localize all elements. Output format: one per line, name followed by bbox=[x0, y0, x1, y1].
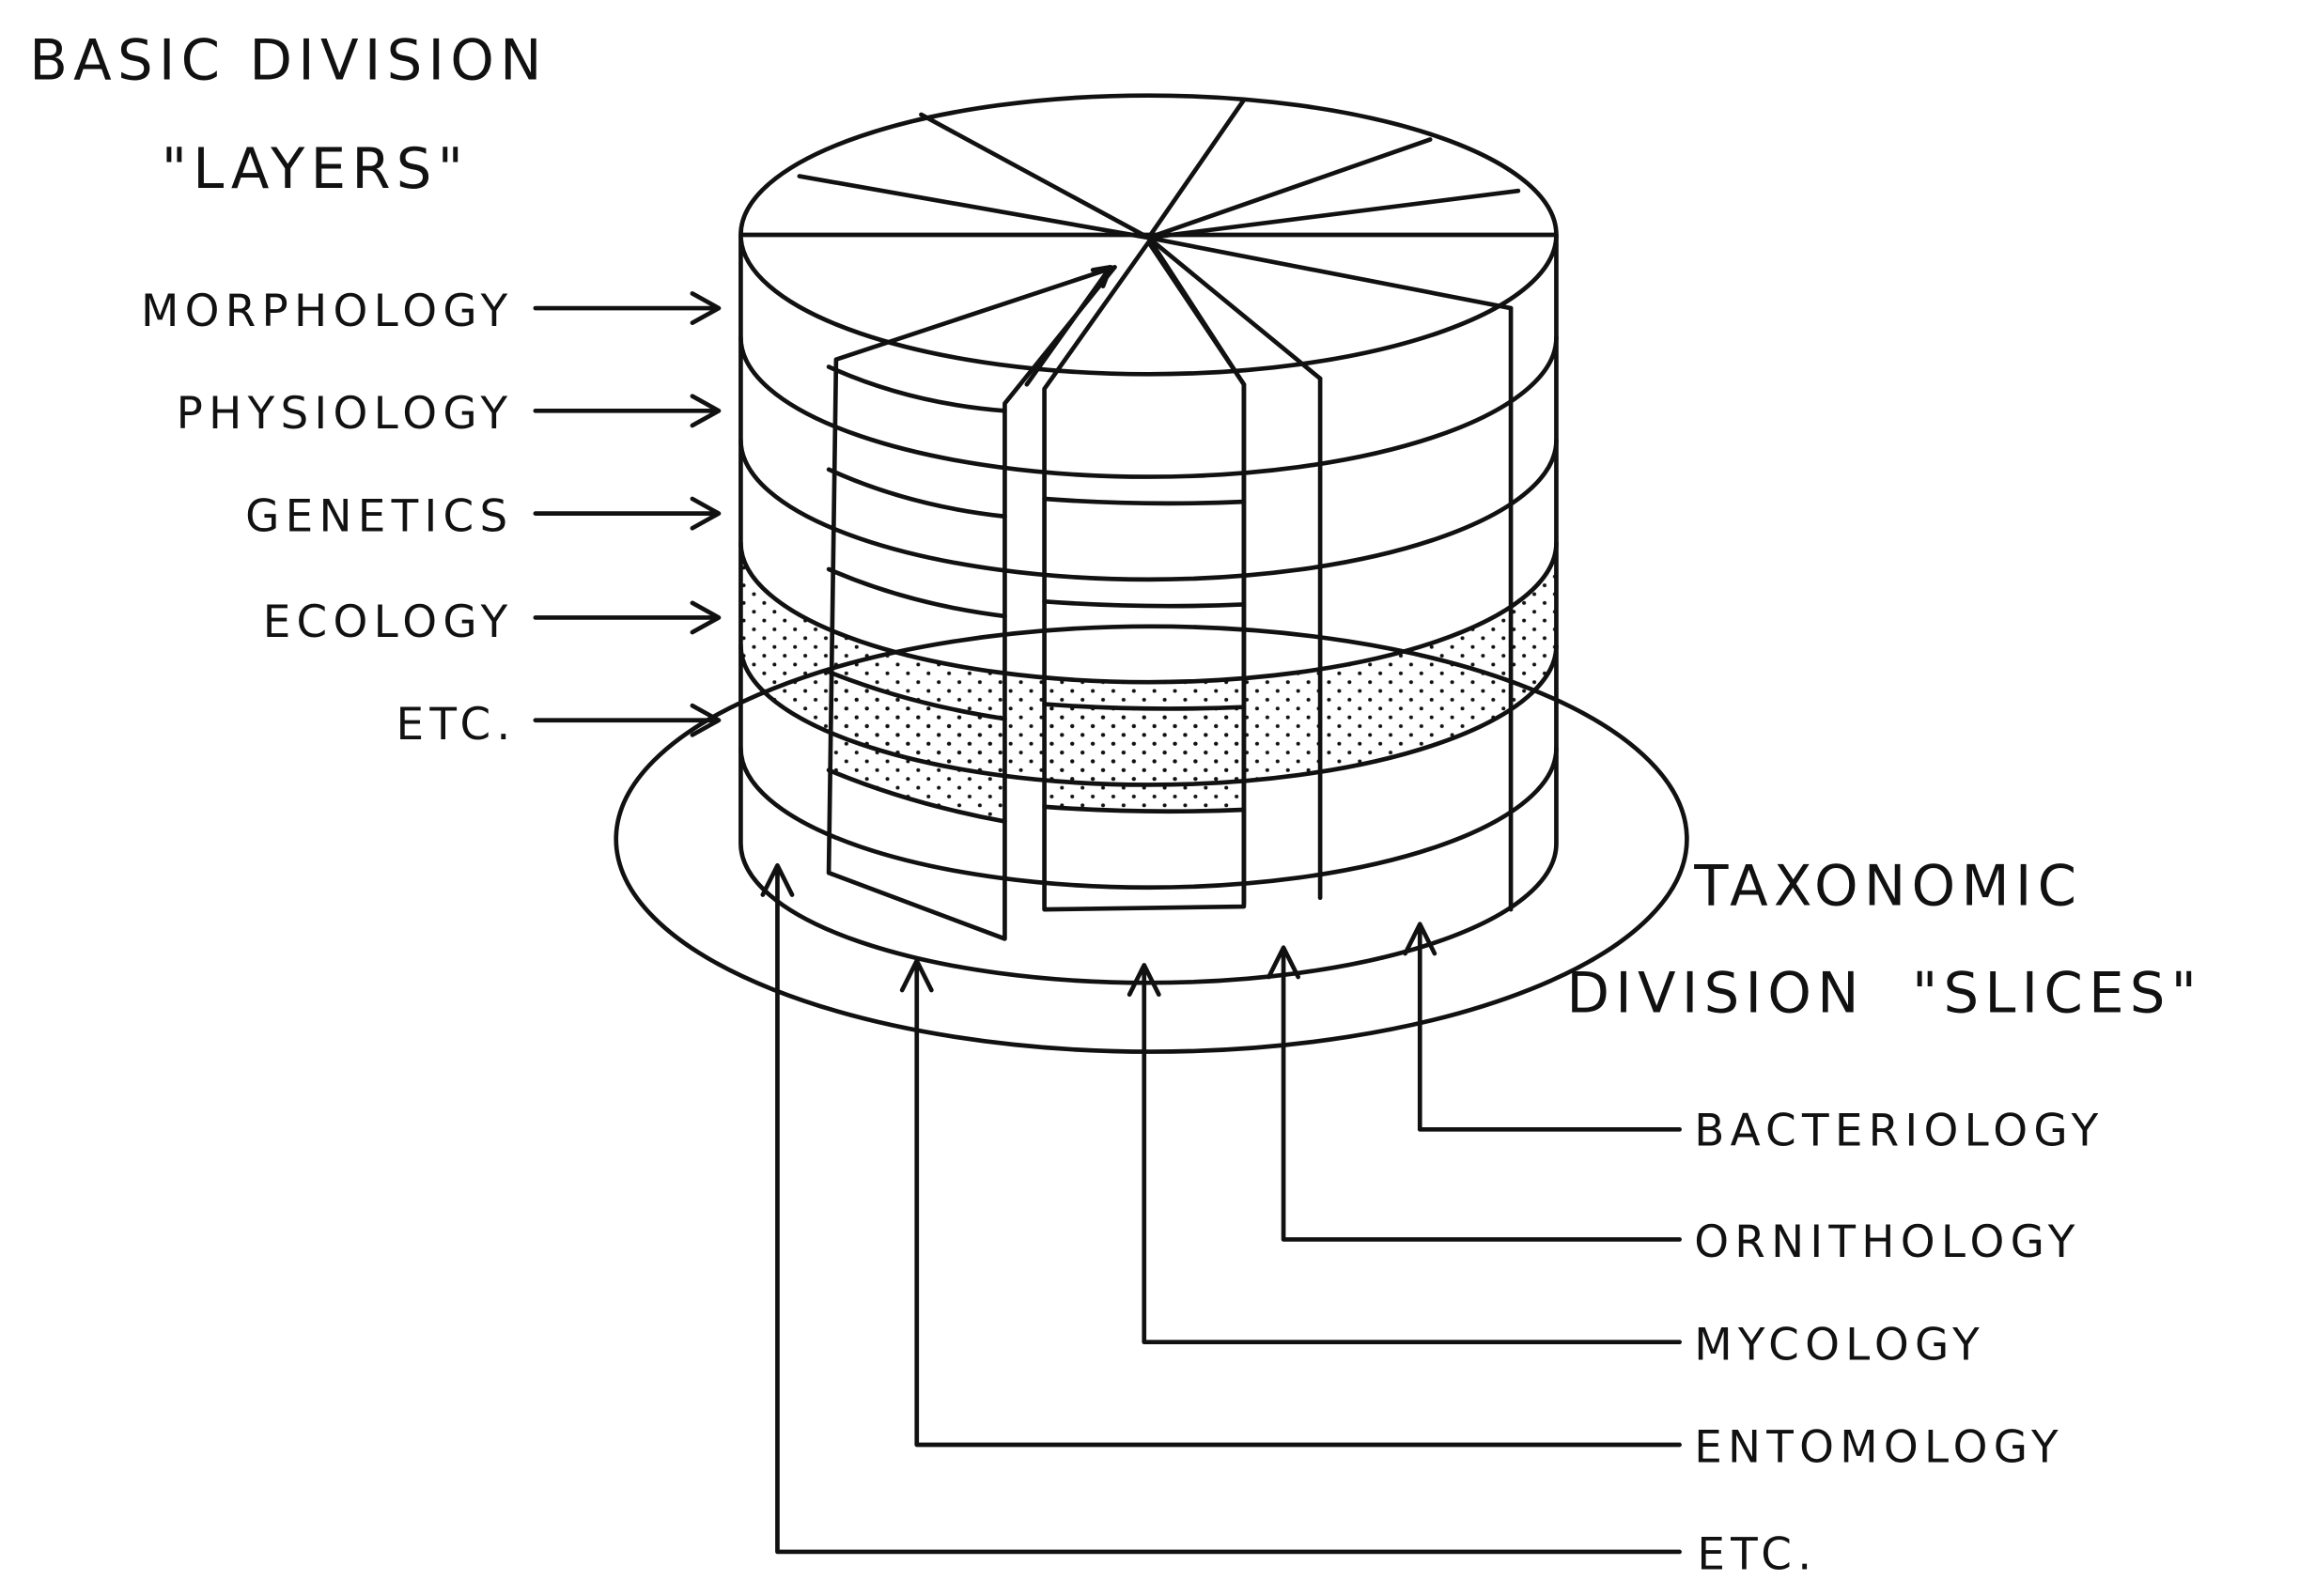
svg-text:PHYSIOLOGY: PHYSIOLOGY bbox=[177, 389, 514, 440]
svg-text:MORPHOLOGY: MORPHOLOGY bbox=[141, 287, 513, 337]
arrow-right-icon bbox=[533, 600, 722, 635]
layers-title-line1: BASIC DIVISION bbox=[29, 28, 548, 93]
slices-title-line2: DIVISION "SLICES" bbox=[1566, 960, 2202, 1025]
slices-title-line1: TAXONOMIC bbox=[1693, 853, 2082, 918]
cake-top bbox=[738, 93, 1559, 377]
layer-label-ecology: ECOLOGY bbox=[263, 597, 722, 648]
svg-text:ECOLOGY: ECOLOGY bbox=[263, 597, 514, 648]
slice-label-entomology: ENTOMOLOGY bbox=[899, 958, 2064, 1474]
arrow-right-icon bbox=[533, 291, 722, 326]
arrow-up-icon bbox=[1127, 963, 1682, 1345]
layers-title-line2: "LAYERS" bbox=[162, 136, 469, 201]
layer-label-etc: ETC. bbox=[396, 700, 722, 751]
slice-label-ornithology: ORNITHOLOGY bbox=[1267, 945, 2080, 1268]
arrow-up-icon bbox=[760, 862, 1682, 1555]
layer-label-physiology: PHYSIOLOGY bbox=[177, 389, 722, 440]
svg-text:MYCOLOGY: MYCOLOGY bbox=[1694, 1320, 1985, 1371]
svg-text:BACTERIOLOGY: BACTERIOLOGY bbox=[1694, 1107, 2104, 1157]
svg-text:ENTOMOLOGY: ENTOMOLOGY bbox=[1694, 1423, 2064, 1474]
cake bbox=[738, 93, 1559, 985]
arrow-up-icon bbox=[899, 958, 1682, 1448]
arrow-up-icon bbox=[1403, 922, 1682, 1132]
arrow-right-icon bbox=[533, 496, 722, 531]
arrow-up-icon bbox=[1267, 945, 1682, 1242]
svg-text:ETC.: ETC. bbox=[1697, 1530, 1817, 1581]
svg-text:ORNITHOLOGY: ORNITHOLOGY bbox=[1694, 1217, 2080, 1268]
svg-text:GENETICS: GENETICS bbox=[245, 491, 513, 542]
layer-label-genetics: GENETICS bbox=[245, 491, 722, 542]
slice-label-bacteriology: BACTERIOLOGY bbox=[1403, 922, 2104, 1157]
slice-label-etc: ETC. bbox=[760, 862, 1817, 1581]
arrow-right-icon bbox=[533, 394, 722, 428]
slice-label-mycology: MYCOLOGY bbox=[1127, 963, 1985, 1371]
arrow-right-icon bbox=[533, 703, 722, 737]
svg-text:ETC.: ETC. bbox=[396, 700, 517, 751]
plate bbox=[614, 624, 1689, 1054]
layer-label-morphology: MORPHOLOGY bbox=[141, 287, 722, 337]
